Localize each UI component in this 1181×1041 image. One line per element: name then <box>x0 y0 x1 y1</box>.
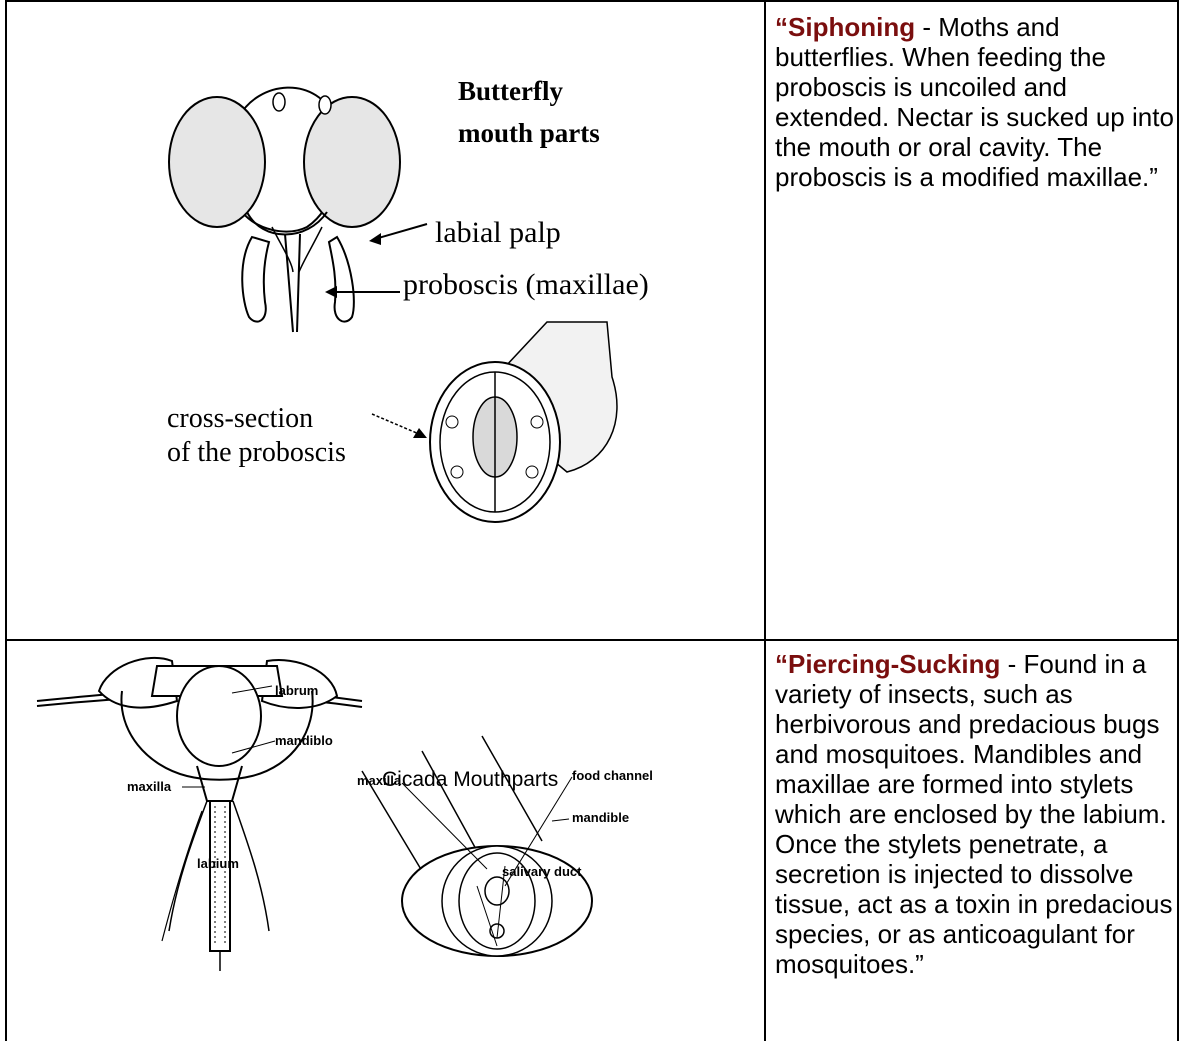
label-maxilla-section: maxilla <box>357 773 402 788</box>
butterfly-title-line2: mouth parts <box>458 118 600 148</box>
label-salivary-duct: salivary duct <box>502 864 582 879</box>
siphoning-description: “Siphoning - Moths and butterflies. When… <box>775 12 1175 192</box>
label-labrum: labrum <box>275 683 318 698</box>
cicada-title: Cicada Mouthparts <box>382 768 558 791</box>
piercing-sucking-body: - Found in a variety of insects, such as… <box>775 649 1172 979</box>
quote-open: “ <box>775 649 788 679</box>
piercing-sucking-description: “Piercing-Sucking - Found in a variety o… <box>775 649 1175 979</box>
cicada-mouthparts-diagram: Cicada Mouthparts labrum mandiblo maxill… <box>7 641 762 1041</box>
label-labial-palp: labial palp <box>435 216 561 249</box>
term-siphoning: Siphoning <box>788 12 915 42</box>
label-mandible-head: mandiblo <box>275 733 333 748</box>
cicada-clypeus-shape <box>177 666 261 766</box>
left-eye-shape <box>169 97 265 227</box>
right-eye-shape <box>304 97 400 227</box>
butterfly-title-line1: Butterfly <box>458 76 563 106</box>
label-maxilla-head: maxilla <box>127 779 172 794</box>
label-cross-section-line1: cross-section <box>167 403 313 434</box>
mouthparts-table: Butterfly mouth parts labial palp probos… <box>5 0 1179 1041</box>
label-food-channel: food channel <box>572 768 653 783</box>
label-labium: labium <box>197 856 239 871</box>
label-mandible-section: mandible <box>572 810 629 825</box>
label-proboscis: proboscis (maxillae) <box>403 268 649 301</box>
label-cross-section-line2: of the proboscis <box>167 437 346 468</box>
quote-open: “ <box>775 12 788 42</box>
column-divider <box>764 2 766 1041</box>
cicada-figure: Cicada Mouthparts labrum mandiblo maxill… <box>7 641 762 1041</box>
butterfly-figure: Butterfly mouth parts labial palp probos… <box>7 2 762 637</box>
term-piercing-sucking: Piercing-Sucking <box>788 649 1000 679</box>
butterfly-mouthparts-diagram: Butterfly mouth parts labial palp probos… <box>7 2 762 637</box>
